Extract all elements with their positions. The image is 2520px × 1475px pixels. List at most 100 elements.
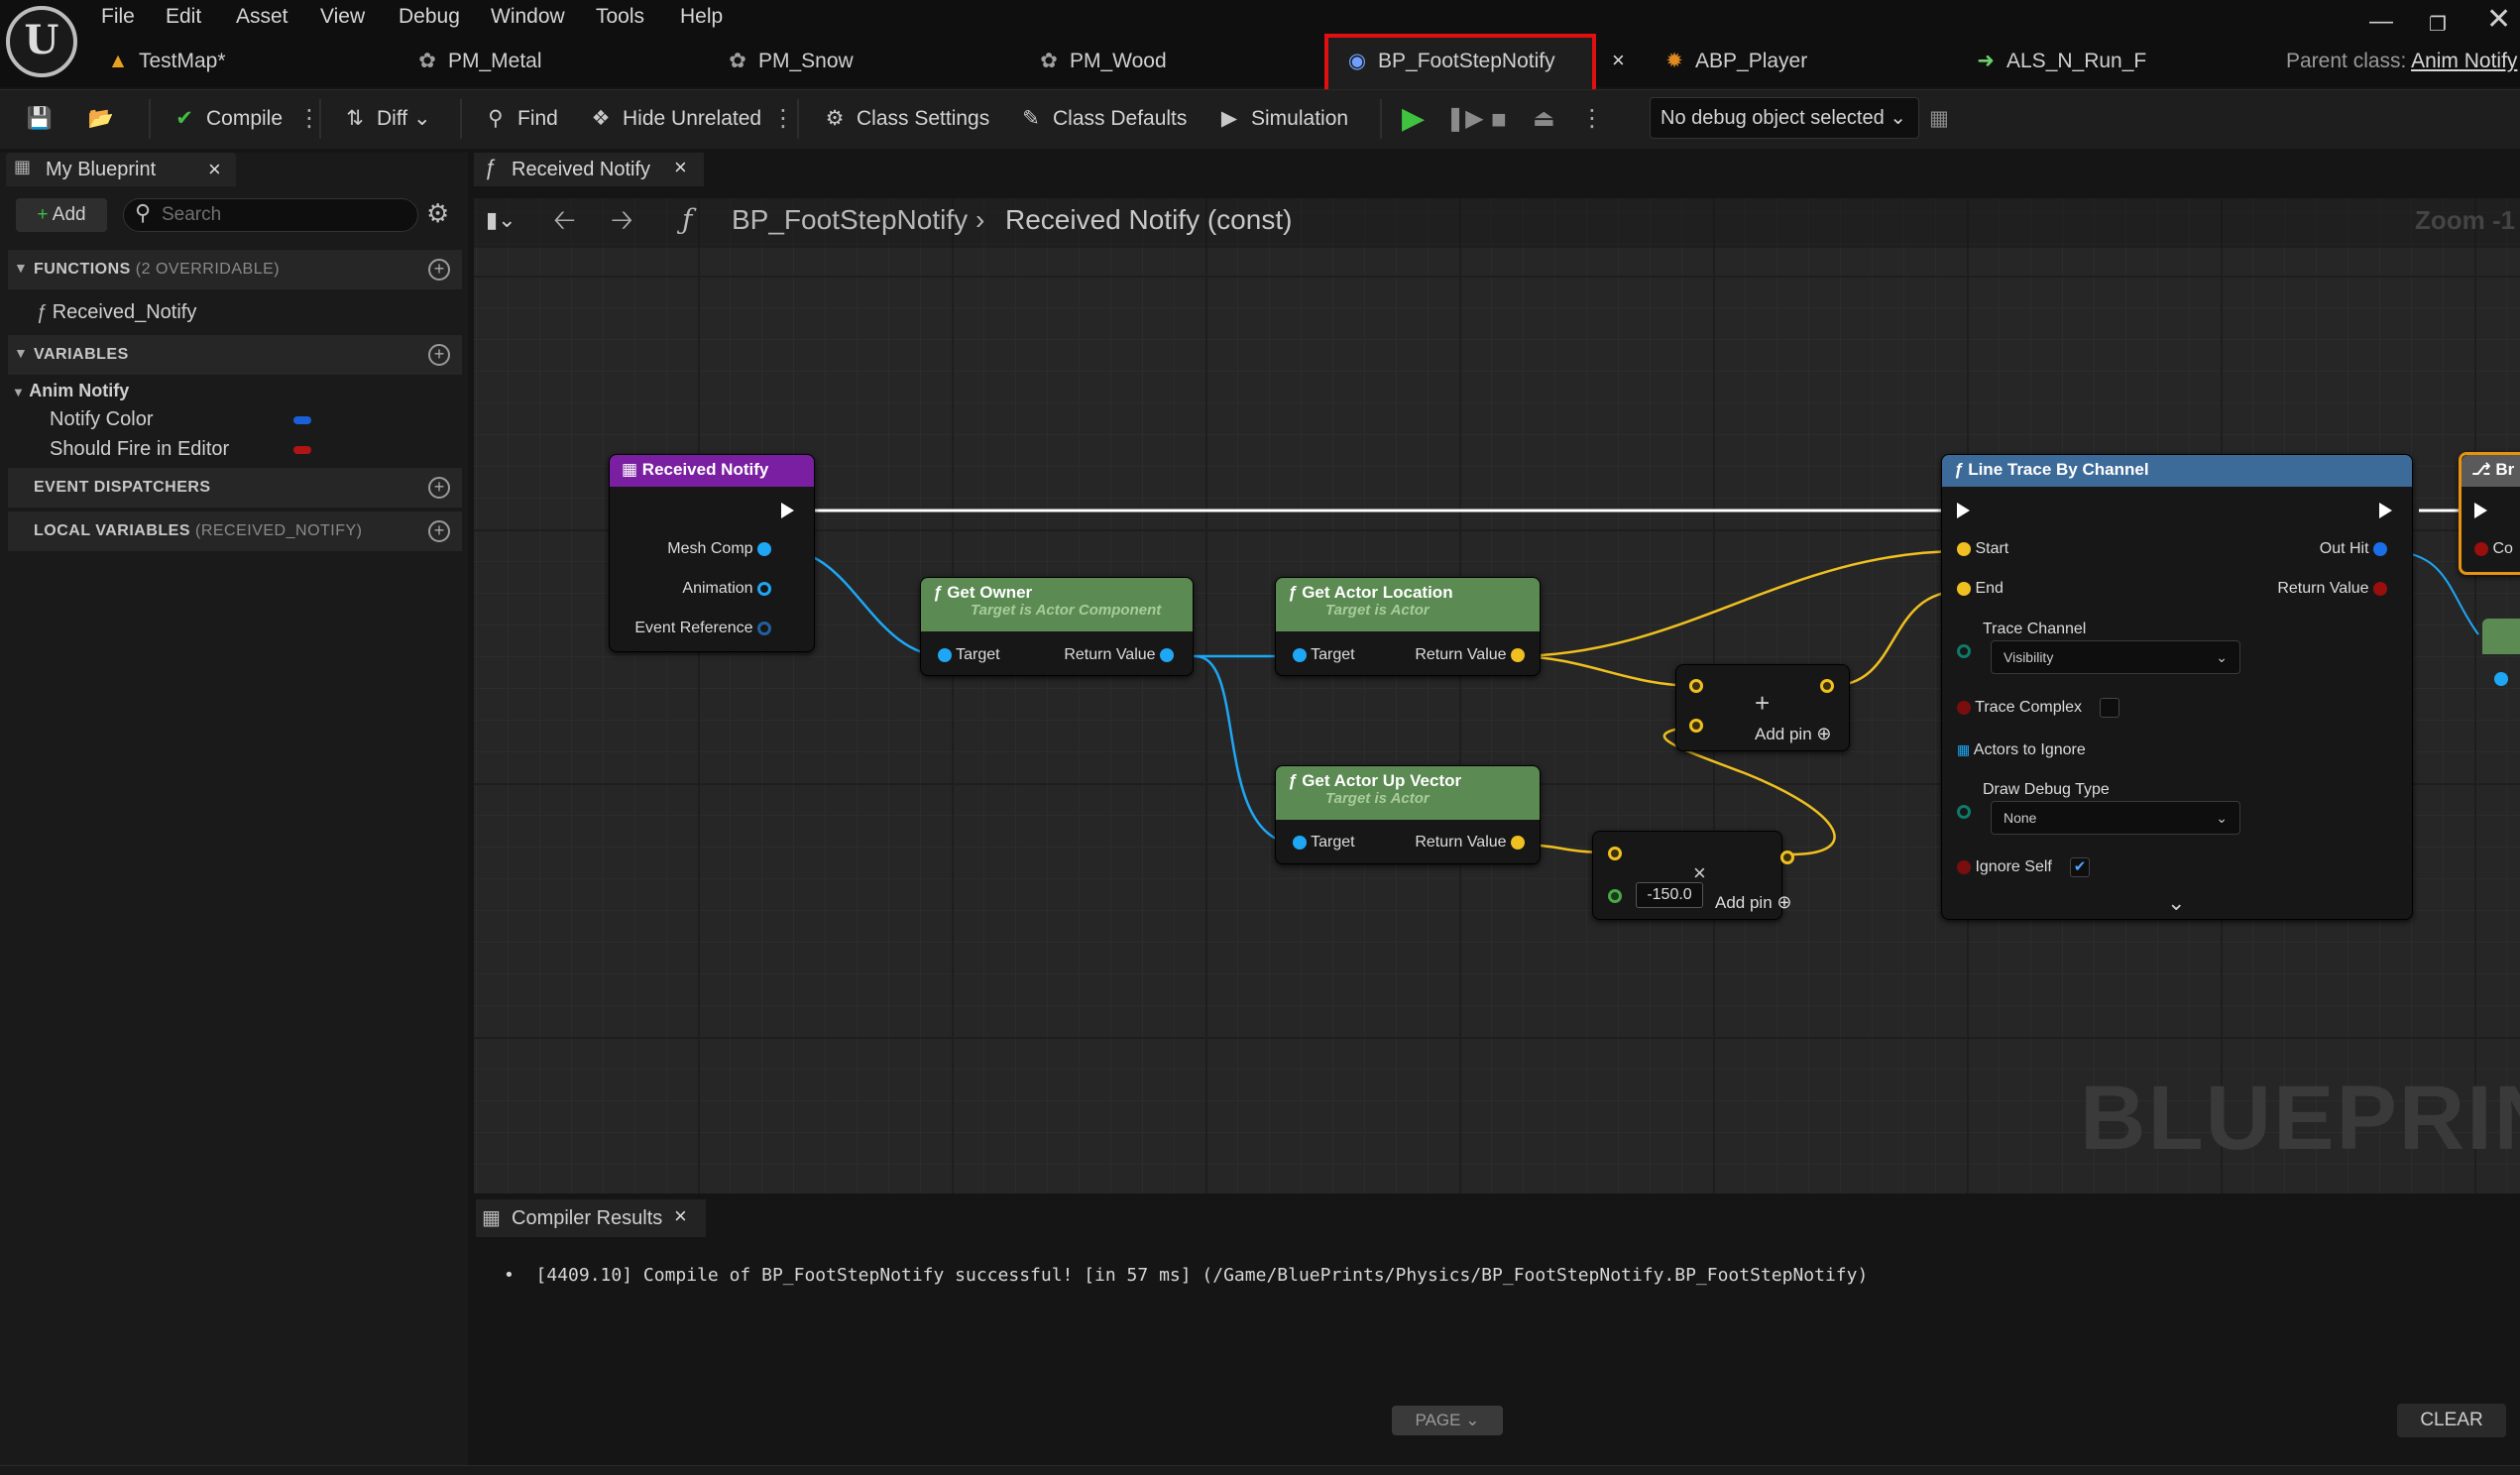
unreal-logo-icon[interactable]: U [6, 6, 77, 77]
hide-unrelated-button[interactable]: ❖Hide Unrelated [585, 89, 762, 149]
pin-return-value[interactable]: Return Value [1415, 834, 1525, 851]
exec-out-pin[interactable] [781, 502, 794, 519]
class-defaults-button[interactable]: ✎Class Defaults [1015, 89, 1187, 149]
search-input[interactable]: Search [123, 198, 418, 232]
pin-event-reference[interactable]: Event Reference [634, 620, 771, 637]
menu-file[interactable]: File [101, 5, 135, 28]
multiply-value-input[interactable]: -150.0 [1636, 882, 1703, 908]
variables-section[interactable]: VARIABLES [8, 335, 462, 375]
tab-received-notify[interactable]: Received Notify [474, 153, 704, 186]
exec-out-pin[interactable] [2379, 502, 2392, 519]
pin-target[interactable]: Target [1293, 834, 1355, 851]
clear-button[interactable]: CLEAR [2397, 1404, 2506, 1437]
pin-out-hit[interactable]: Out Hit [2320, 540, 2387, 558]
pin-animation[interactable]: Animation [682, 580, 771, 598]
browse-icon[interactable]: 📂 [87, 107, 115, 130]
event-dispatchers-section[interactable]: EVENT DISPATCHERS [8, 468, 462, 508]
pin-end[interactable]: End [1957, 580, 2004, 598]
diff-button[interactable]: ⇅Diff ⌄ [339, 89, 430, 149]
bookmark-icon[interactable]: ▮⌄ [486, 207, 516, 232]
add-function-icon[interactable]: + [428, 259, 450, 281]
expand-advanced-icon[interactable]: ⌄ [2167, 890, 2186, 915]
node-get-actor-up-vector[interactable]: ƒ Get Actor Up Vector Target is Actor [1275, 765, 1541, 864]
add-button[interactable]: + Add [16, 198, 107, 232]
add-input-pin-b[interactable] [1689, 717, 1703, 735]
simulation-button[interactable]: ▶Simulation [1213, 89, 1348, 149]
add-input-pin-a[interactable] [1689, 677, 1703, 695]
exec-in-pin[interactable] [1957, 502, 1970, 519]
tab-compiler-results[interactable]: Compiler Results [476, 1199, 706, 1237]
tab-testmap[interactable]: ▲TestMap* [105, 40, 226, 85]
menu-edit[interactable]: Edit [166, 5, 202, 28]
node-get-actor-location[interactable]: ƒ Get Actor Location Target is Actor [1275, 577, 1541, 676]
menu-asset[interactable]: Asset [236, 5, 288, 28]
pin-draw-debug-type[interactable] [1957, 803, 1971, 821]
collapse-arrow-icon[interactable]: ▼ [14, 260, 28, 276]
trace-complex-checkbox[interactable] [2100, 698, 2119, 718]
tab-pm-snow[interactable]: ✿PM_Snow [725, 40, 854, 85]
pin-ignore-self[interactable]: Ignore Self [1957, 858, 2052, 876]
node-line-trace-by-channel[interactable]: ƒ Line Trace By Channel [1941, 454, 2413, 920]
compile-options-icon[interactable]: ⋮ [297, 105, 321, 132]
close-compiler-tab-icon[interactable]: × [674, 1203, 687, 1228]
menu-window[interactable]: Window [491, 5, 565, 28]
play-options-icon[interactable]: ⋮ [1580, 105, 1604, 132]
ignore-self-checkbox[interactable]: ✔ [2070, 857, 2090, 877]
parent-class-link[interactable]: Anim Notify [2411, 50, 2518, 72]
tab-bp-footstepnotify[interactable]: ◉BP_FootStepNotify [1344, 40, 1555, 85]
node-get-owner[interactable]: ƒ Get Owner Target is Actor Component [920, 577, 1194, 676]
forward-arrow-icon[interactable]: 🡢 [611, 204, 633, 235]
menu-view[interactable]: View [320, 5, 366, 28]
add-pin-button[interactable]: Add pin ⊕ [1715, 892, 1792, 913]
close-panel-icon[interactable]: × [208, 157, 221, 181]
breadcrumb-root[interactable]: BP_FootStepNotify [732, 204, 969, 235]
menu-debug[interactable]: Debug [399, 5, 460, 28]
settings-gear-icon[interactable]: ⚙ [426, 198, 450, 228]
pin-start[interactable]: Start [1957, 540, 2008, 558]
add-variable-icon[interactable]: + [428, 344, 450, 366]
pin-return-value[interactable]: Return Value [2277, 580, 2387, 598]
eject-icon[interactable]: ⏏ [1533, 105, 1555, 132]
partial-target-pin[interactable] [2494, 670, 2508, 688]
tab-pm-wood[interactable]: ✿PM_Wood [1036, 40, 1166, 85]
class-settings-button[interactable]: ⚙Class Settings [819, 89, 990, 149]
pin-trace-complex[interactable]: Trace Complex [1957, 699, 2082, 717]
tab-abp-player[interactable]: ✹ABP_Player [1661, 40, 1807, 85]
multiply-output-pin[interactable] [1780, 849, 1794, 866]
add-output-pin[interactable] [1820, 677, 1834, 695]
pin-condition[interactable]: Co [2474, 540, 2513, 558]
close-window-icon[interactable]: ✕ [2486, 3, 2512, 36]
add-pin-button[interactable]: Add pin ⊕ [1755, 724, 1832, 744]
graph-canvas[interactable] [474, 198, 2520, 1193]
collapse-arrow-icon[interactable]: ▼ [14, 345, 28, 361]
functions-section[interactable]: FUNCTIONS (2 OVERRIDABLE) [8, 250, 462, 289]
pin-mesh-comp[interactable]: Mesh Comp [667, 540, 771, 558]
pin-return-value[interactable]: Return Value [1415, 646, 1525, 664]
debug-filter-icon[interactable]: ▦ [1929, 107, 1949, 130]
back-arrow-icon[interactable]: 🡠 [553, 204, 576, 235]
restore-icon[interactable]: ❐ [2429, 14, 2447, 36]
tab-pm-metal[interactable]: ✿PM_Metal [414, 40, 541, 85]
draw-debug-type-select[interactable]: None⌄ [1991, 801, 2240, 835]
tab-my-blueprint[interactable]: My Blueprint [6, 153, 236, 186]
variable-item-should-fire-in-editor[interactable]: Should Fire in Editor [50, 438, 229, 461]
node-partial-pure[interactable] [2482, 619, 2520, 654]
variable-category-anim-notify[interactable]: ▼ Anim Notify [12, 381, 129, 401]
function-item-received-notify[interactable]: ƒ Received_Notify [36, 301, 196, 324]
pin-return-value[interactable]: Return Value [1064, 646, 1174, 664]
exec-in-pin[interactable] [2474, 502, 2487, 519]
compile-button[interactable]: ✔Compile [169, 89, 283, 149]
node-received-notify[interactable]: ▦ Received Notify [609, 454, 815, 652]
close-tab-icon[interactable]: × [1612, 48, 1625, 72]
multiply-input-pin-b[interactable] [1608, 887, 1622, 905]
minimize-icon[interactable]: — [2369, 8, 2393, 35]
find-button[interactable]: ⚲Find [480, 89, 558, 149]
step-icon[interactable]: ❚▶ [1445, 105, 1484, 132]
debug-object-select[interactable]: No debug object selected ⌄ [1650, 97, 1919, 139]
stop-icon[interactable]: ■ [1491, 104, 1507, 134]
play-icon[interactable]: ▶ [1402, 102, 1426, 135]
node-add-vector[interactable] [1675, 664, 1850, 751]
hide-unrelated-options-icon[interactable]: ⋮ [771, 105, 795, 132]
add-local-variable-icon[interactable]: + [428, 520, 450, 542]
variable-item-notify-color[interactable]: Notify Color [50, 408, 153, 431]
